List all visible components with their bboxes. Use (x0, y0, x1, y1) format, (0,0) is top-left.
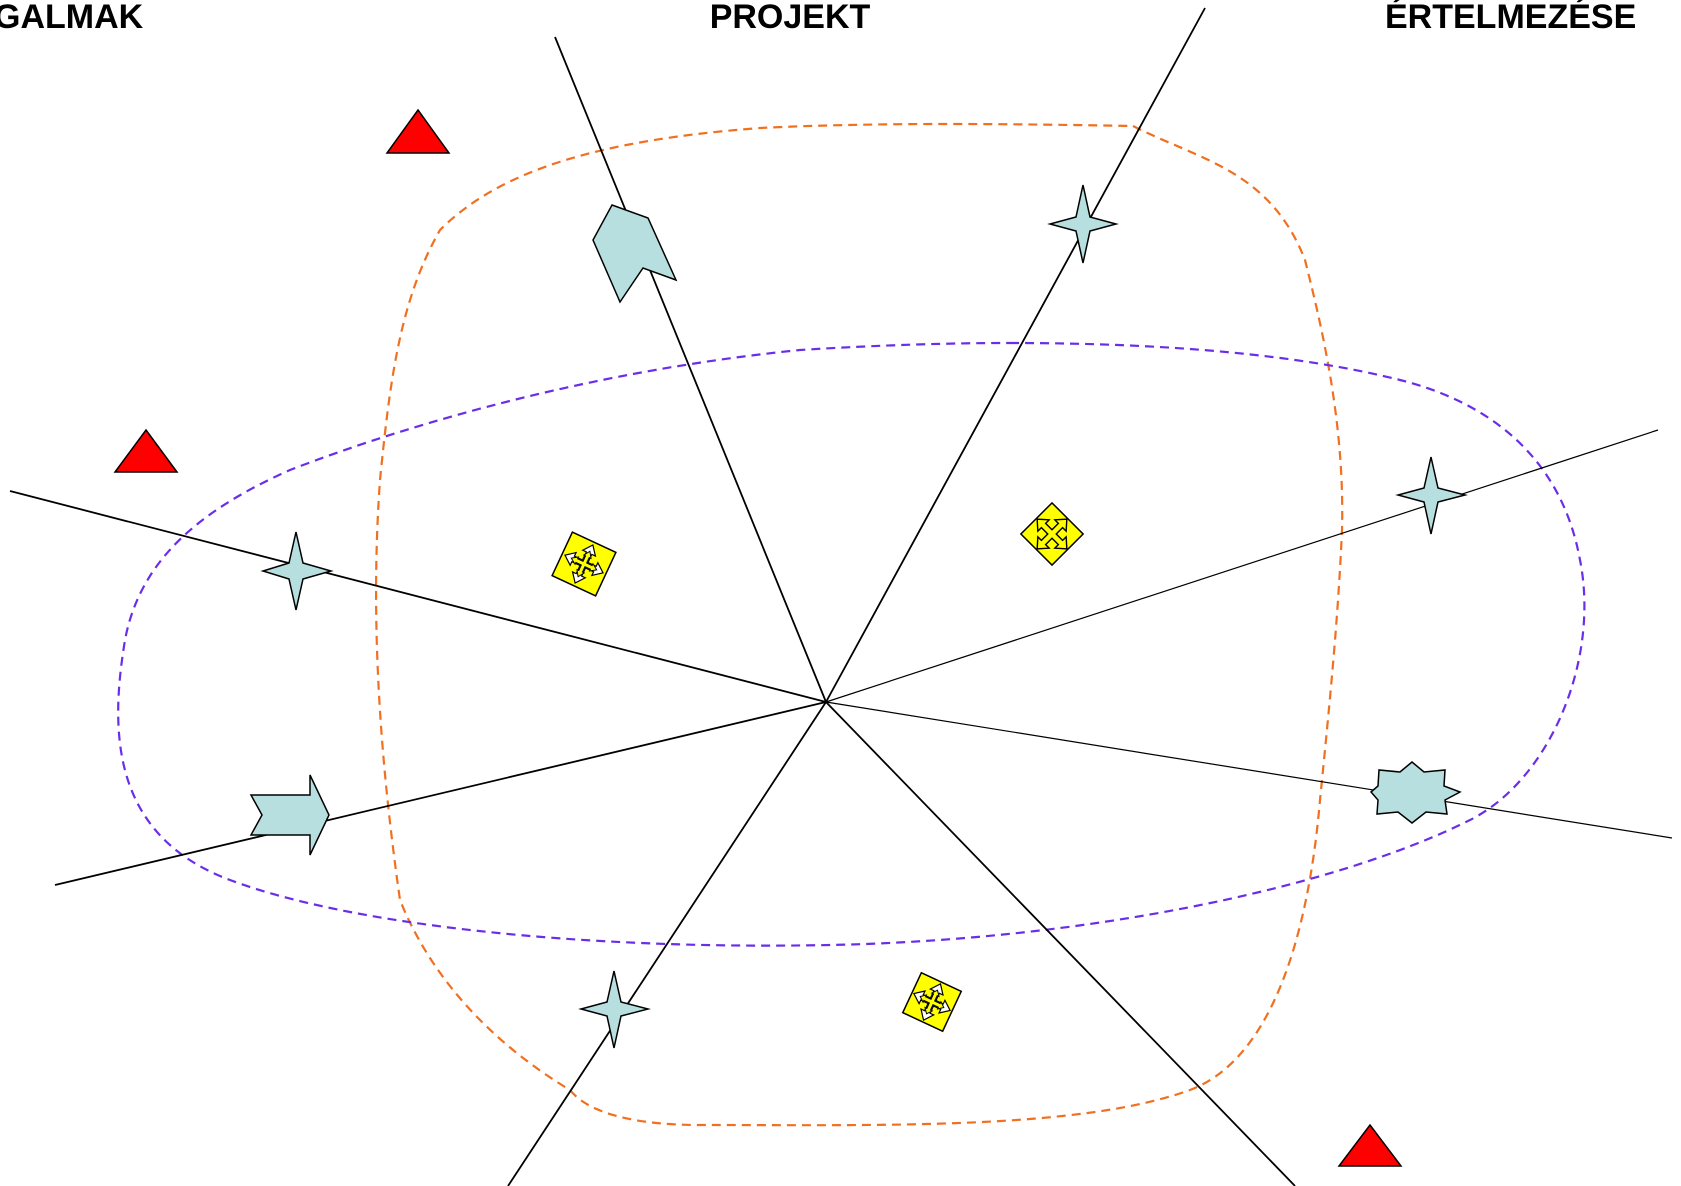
axis-line-south-west-lower (54, 701, 827, 886)
purple-dashed-boundary (117, 341, 1586, 947)
axis-line-north-west (554, 36, 827, 703)
heading-left: GALMAK (0, 0, 144, 36)
axis-line-west (9, 490, 827, 703)
four-point-stars (260, 184, 1468, 1049)
red-triangle-icon (113, 428, 179, 473)
axis-line-north-east (825, 7, 1206, 703)
four-point-star-icon (1047, 184, 1119, 264)
four-point-star-icon (1395, 456, 1468, 535)
star-seal-icon (1369, 761, 1462, 824)
radial-axes (9, 7, 1673, 1186)
four-way-arrow-icon (1019, 501, 1085, 567)
four-way-arrow-icon (551, 531, 617, 597)
red-triangle-icon (385, 108, 451, 154)
orange-dashed-boundary (374, 122, 1344, 1127)
heading-right: ÉRTELMEZÉSE (1385, 0, 1636, 36)
heading-center: PROJEKT (710, 0, 871, 36)
block-arrow-icon (592, 204, 678, 304)
red-triangles (113, 108, 1403, 1167)
axis-line-east (825, 429, 1659, 703)
four-point-star-icon (260, 531, 334, 611)
red-triangle-icon (1337, 1123, 1403, 1167)
axis-line-south-east (825, 701, 1296, 1186)
axis-line-south (507, 701, 827, 1186)
four-point-star-icon (578, 970, 651, 1049)
axis-line-east-lower (825, 701, 1673, 839)
block-arrow-icon (249, 774, 330, 856)
four-way-arrow-icon (901, 971, 963, 1033)
